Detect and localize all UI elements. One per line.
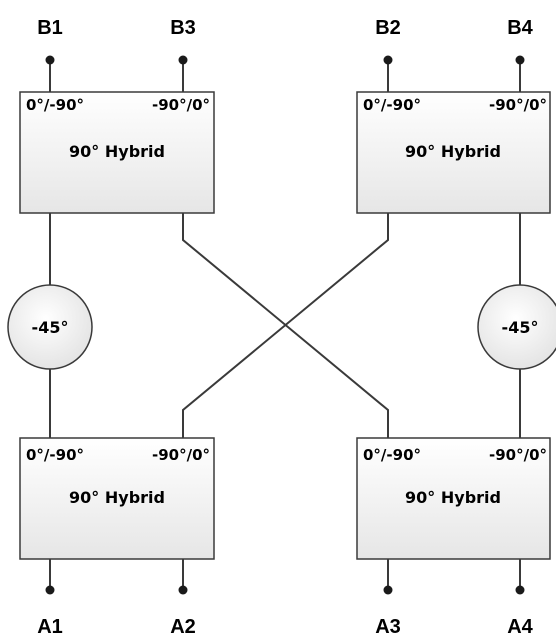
port-label-b2: B2 [375, 17, 401, 39]
hybrid-box [356, 437, 551, 560]
terminal-b3 [178, 55, 188, 65]
port-label-a1: A1 [37, 616, 63, 638]
port-label-b4: B4 [507, 17, 533, 39]
phase-shifter-value: -45° [502, 318, 539, 337]
port-label-a2: A2 [170, 616, 196, 638]
hybrid-top-left: 0°/-90° -90°/0° 90° Hybrid [19, 91, 215, 214]
hybrid-title: 90° Hybrid [405, 488, 501, 507]
hybrid-bottom-left: 0°/-90° -90°/0° 90° Hybrid [19, 437, 215, 560]
hybrid-right-phase: -90°/0° [152, 96, 210, 114]
port-labels: B1 B3 B2 B4 A1 A2 A3 A4 [37, 17, 533, 638]
hybrid-left-phase: 0°/-90° [363, 96, 421, 114]
hybrid-box [19, 437, 215, 560]
hybrid-left-phase: 0°/-90° [363, 446, 421, 464]
hybrid-left-phase: 0°/-90° [26, 446, 84, 464]
phase-shifter-right: -45° [477, 284, 556, 370]
port-label-a4: A4 [507, 616, 533, 638]
hybrid-right-phase: -90°/0° [489, 446, 547, 464]
terminal-a1 [45, 585, 55, 595]
hybrid-bottom-right: 0°/-90° -90°/0° 90° Hybrid [356, 437, 551, 560]
top-port-stubs [49, 60, 521, 92]
terminal-b1 [45, 55, 55, 65]
port-label-b3: B3 [170, 17, 196, 39]
bottom-port-stubs [49, 559, 521, 590]
hybrid-right-phase: -90°/0° [489, 96, 547, 114]
terminal-a4 [515, 585, 525, 595]
phase-shifter-value: -45° [32, 318, 69, 337]
crossover-wire-tr-to-bl [182, 213, 389, 438]
port-label-b1: B1 [37, 17, 63, 39]
hybrid-title: 90° Hybrid [69, 142, 165, 161]
hybrid-right-phase: -90°/0° [152, 446, 210, 464]
phase-shifter-circle [7, 284, 93, 370]
port-label-a3: A3 [375, 616, 401, 638]
phase-shifter-left: -45° [7, 284, 93, 370]
phase-shifter-circle [477, 284, 556, 370]
hybrid-left-phase: 0°/-90° [26, 96, 84, 114]
hybrid-title: 90° Hybrid [405, 142, 501, 161]
hybrid-title: 90° Hybrid [69, 488, 165, 507]
hybrid-box [356, 91, 551, 214]
terminal-a2 [178, 585, 188, 595]
internal-wires [49, 213, 521, 438]
terminals [45, 55, 525, 595]
terminal-b4 [515, 55, 525, 65]
hybrid-top-right: 0°/-90° -90°/0° 90° Hybrid [356, 91, 551, 214]
hybrid-box [19, 91, 215, 214]
terminal-a3 [383, 585, 393, 595]
terminal-b2 [383, 55, 393, 65]
